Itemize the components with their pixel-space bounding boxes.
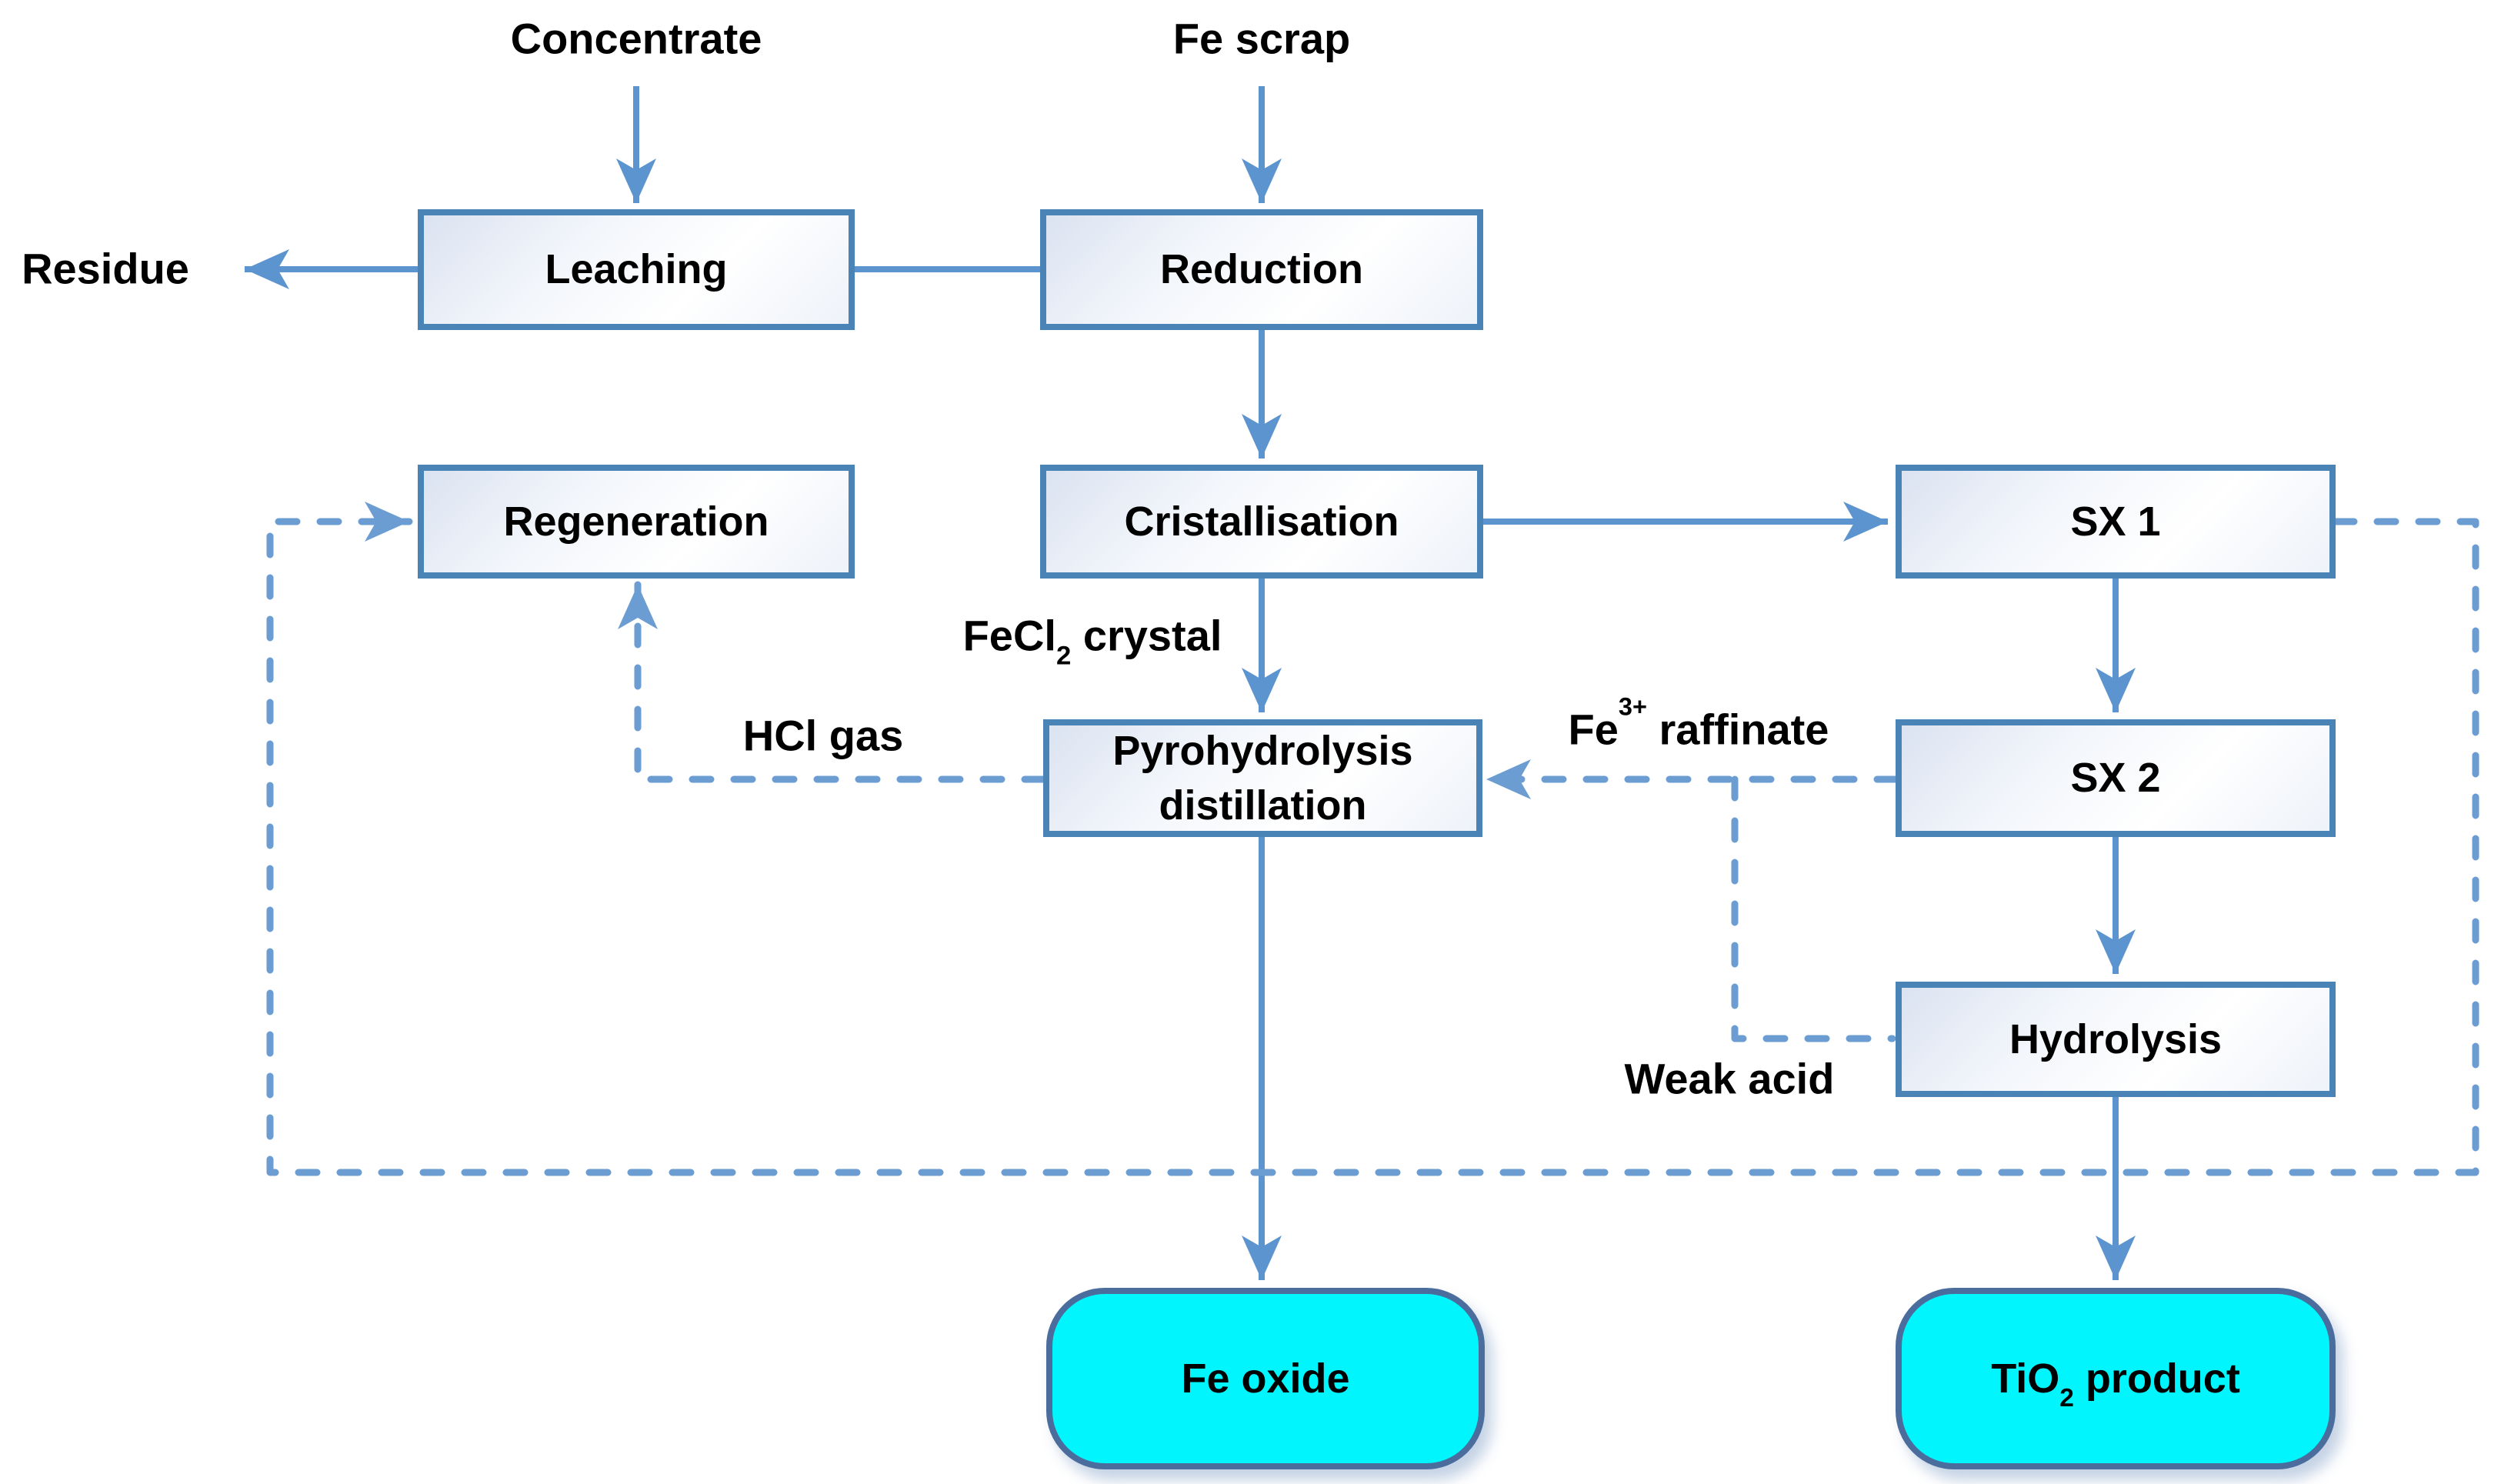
- node-sx2: SX 2: [1896, 719, 2336, 837]
- fecl2-sub: 2: [1055, 641, 1072, 671]
- node-reduction-label: Reduction: [1160, 246, 1363, 293]
- label-hcl-gas: HCl gas: [742, 711, 904, 760]
- fe3-pre: Fe: [1568, 705, 1619, 754]
- label-weak-acid: Weak acid: [1624, 1054, 1835, 1103]
- node-cristallisation-label: Cristallisation: [1124, 498, 1399, 545]
- pyrohydrolysis-line2: distillation: [1159, 782, 1367, 829]
- pyrohydrolysis-line1: Pyrohydrolysis: [1112, 728, 1413, 775]
- terminal-tio2-product: TiO2 product: [1896, 1288, 2336, 1469]
- label-fe3-raffinate: Fe3+ raffinate: [1568, 695, 1829, 755]
- terminal-fe-oxide: Fe oxide: [1046, 1288, 1485, 1469]
- dashed-loop-sx1-to-regeneration: [266, 502, 2479, 1176]
- tio2-pre: TiO: [1991, 1356, 2060, 1402]
- tio2-post: product: [2073, 1356, 2240, 1402]
- label-fecl2-crystal: FeCl2 crystal: [962, 611, 1222, 670]
- node-sx1: SX 1: [1896, 465, 2336, 579]
- label-residue: Residue: [22, 244, 189, 293]
- node-leaching: Leaching: [418, 209, 855, 330]
- node-hydrolysis-label: Hydrolysis: [2009, 1015, 2223, 1062]
- tio2-product-label: TiO2 product: [1991, 1355, 2240, 1411]
- tio2-sub: 2: [2059, 1383, 2074, 1412]
- fe-oxide-label: Fe oxide: [1181, 1356, 1350, 1402]
- node-cristallisation: Cristallisation: [1040, 465, 1483, 579]
- node-pyrohydrolysis-label: Pyrohydrolysis distillation: [1112, 724, 1412, 832]
- node-sx2-label: SX 2: [2070, 755, 2161, 802]
- node-sx1-label: SX 1: [2070, 498, 2161, 545]
- node-pyrohydrolysis-distillation: Pyrohydrolysis distillation: [1043, 719, 1482, 837]
- node-hydrolysis: Hydrolysis: [1896, 982, 2336, 1097]
- dashed-weakacid-branch-to-hydrolysis: [1731, 775, 1896, 1042]
- node-reduction: Reduction: [1040, 209, 1483, 330]
- fe3-post: raffinate: [1646, 705, 1829, 754]
- label-concentrate: Concentrate: [510, 14, 762, 63]
- node-regeneration-label: Regeneration: [503, 498, 769, 545]
- fecl2-post: crystal: [1071, 611, 1222, 660]
- node-regeneration: Regeneration: [418, 465, 855, 579]
- fe3-sup: 3+: [1618, 692, 1647, 721]
- label-fe-scrap: Fe scrap: [1172, 14, 1351, 63]
- node-leaching-label: Leaching: [545, 246, 728, 293]
- fecl2-pre: FeCl: [962, 611, 1056, 660]
- dashed-hclgas-pyrohydrolysis-to-regeneration: [618, 581, 1047, 783]
